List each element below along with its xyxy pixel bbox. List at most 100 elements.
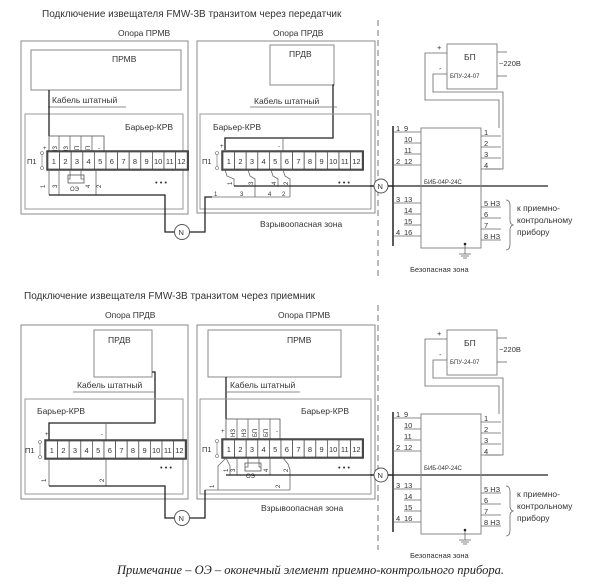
left-support-label: Опора ПРМВ [118,28,171,38]
svg-text:2: 2 [284,468,290,472]
svg-text:БП: БП [264,429,270,437]
svg-text:1: 1 [214,192,218,198]
svg-text:2: 2 [100,478,106,482]
right-device-box [207,329,342,378]
bib-pin-12: 12 [404,443,412,452]
terminal-number: 7 [296,157,300,166]
terminal-number: 12 [352,445,360,454]
safe-zone-label: Безопасная зона [410,551,470,560]
bib-pin-13: 13 [404,481,412,490]
diagram-top-title: Подключение извещателя FMW-3B транзитом … [42,9,342,20]
psu-title: БП [464,338,476,348]
bib-out-pin: 3 [484,436,488,445]
bib-input-num: 1 [396,124,400,133]
left-cable-wire [48,371,156,440]
left-cable-label: Кабель штатный [52,95,118,105]
svg-text:2: 2 [284,181,290,185]
oe-label: ОЭ [70,187,80,193]
svg-text:1: 1 [210,484,216,488]
svg-text:+: + [45,432,49,438]
terminal-number: 9 [143,446,147,455]
terminal-number: 5 [96,446,100,455]
terminal-number: 9 [320,157,324,166]
node-wire [190,196,212,233]
terminal-12 [350,439,363,458]
hazard-zone-label: Взрывоопасная зона [260,219,342,229]
terminal-number: 4 [87,157,91,166]
bib-pin-13: 13 [404,195,412,204]
terminal-number: 8 [308,157,312,166]
bib-out-pin: 3 [484,150,488,159]
terminal-number: 6 [285,157,289,166]
left-device-box [30,49,182,91]
bib-out-pin: 6 [484,496,488,505]
left-support-box [20,324,189,500]
svg-text:N: N [179,228,184,237]
terminal-number: 11 [341,157,349,166]
terminal-number: 2 [61,446,65,455]
svg-text:N: N [179,514,184,523]
bib-pin-16: 16 [404,514,412,523]
bib-out-pin: 5 НЗ [484,485,501,494]
bib-pin-10: 10 [404,421,412,430]
bib-input-num: 3 [396,195,400,204]
diagram-bottom: Подключение извещателя FMW-3B транзитом … [20,291,573,560]
terminal-number: 4 [262,445,266,454]
svg-text:N: N [378,182,383,191]
terminal-number: 5 [273,445,277,454]
to-panel-label: прибору [517,227,550,237]
left-out-wire [49,194,174,233]
terminal-number: 6 [285,445,289,454]
node-wire [190,490,206,519]
bib-out-pin: 7 [484,221,488,230]
right-device-label: ПРДВ [289,49,312,59]
bib-pin-11: 11 [404,146,412,155]
left-barrier-label: Барьер-КРВ [37,406,85,416]
right-top-pins: + НЗ НЗ БП БП - [221,418,281,440]
terminal-number: 7 [296,445,300,454]
terminal-number: 11 [166,157,174,166]
terminal-number: 7 [121,157,125,166]
svg-text:НЗ: НЗ [64,146,70,154]
bib-input-num: 1 [396,410,400,419]
bib-pin-12: 12 [404,157,412,166]
right-barrier-box [199,398,372,495]
left-barrier-label: Барьер-КРВ [125,122,173,132]
terminal-number: 10 [329,157,337,166]
to-panel-label: к приемно- [517,489,560,499]
left-ellipsis: • • • [155,178,167,187]
svg-text:3: 3 [231,468,237,472]
bib-pin-10: 10 [404,135,412,144]
svg-text:2: 2 [282,192,286,198]
terminal-number: 12 [175,446,183,455]
bib-box [420,127,482,249]
svg-text:БП: БП [253,429,259,437]
svg-text:3: 3 [53,184,59,188]
bib-pin-9: 9 [404,410,408,419]
svg-text:4: 4 [272,181,278,185]
terminal-number: 1 [52,157,56,166]
bib-pin-16: 16 [404,228,412,237]
bib-block: БПБПУ-24-07+-~220ВБИБ-04Р-24С91011121314… [392,43,573,274]
left-ellipsis: • • • [160,463,172,472]
terminal-number: 4 [262,157,266,166]
bib-model: БИБ-04Р-24С [424,180,463,186]
right-device-label: ПРМВ [287,335,312,345]
terminal-number: 2 [238,157,242,166]
bib-pin-14: 14 [404,492,412,501]
right-barrier-box [199,113,372,210]
right-support-box [196,324,376,500]
bib-pin-15: 15 [404,503,412,512]
node-n-icon [174,224,190,240]
left-out-wire [49,485,174,519]
bib-out-pin: 6 [484,210,488,219]
strip-label: П1 [25,446,35,455]
strip-label: П1 [202,157,212,166]
svg-text:-: - [278,144,280,150]
right-device-box [269,44,335,86]
terminal-number: 1 [227,157,231,166]
mains-label: ~220В [499,59,521,68]
svg-text:БП: БП [86,146,92,154]
bib-out-pin: 4 [484,447,488,456]
